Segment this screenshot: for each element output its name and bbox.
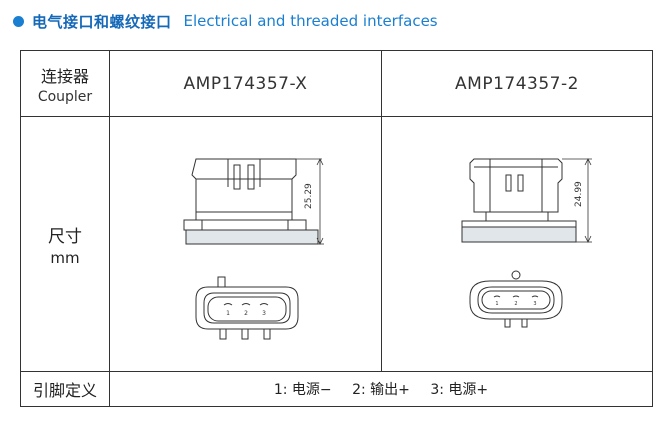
section-heading: 电气接口和螺纹接口 Electrical and threaded interf… — [13, 8, 438, 34]
pin-mark: 1 — [226, 310, 230, 317]
dimension-label-cn: 尺寸 — [48, 226, 82, 247]
pin-mark: 2 — [514, 301, 517, 307]
pin-definition-cell: 1: 电源− 2: 输出+ 3: 电源+ — [109, 371, 653, 407]
pin-definition-label: 引脚定义 — [32, 381, 97, 400]
coupler-label-en: Coupler — [37, 88, 93, 105]
coupler-label-cn: 连接器 — [40, 66, 89, 86]
pin-mark: 3 — [533, 301, 536, 307]
model-name: AMP174357-X — [183, 73, 308, 94]
connector-side-drawing: 24.99 1 2 3 — [461, 158, 592, 328]
section-title-en: Electrical and threaded interfaces — [183, 12, 438, 30]
drawing-cell: 24.99 1 2 3 — [381, 116, 653, 372]
coupler-label-cell: 连接器 Coupler — [20, 50, 110, 117]
section-title-cn: 电气接口和螺纹接口 — [32, 12, 172, 31]
table-row: 连接器 Coupler AMP174357-X AMP174357-2 — [20, 50, 653, 117]
pin-definition: 3: 电源+ — [430, 382, 489, 398]
drawing-cell: 25.29 1 — [109, 116, 382, 372]
model-cell: AMP174357-X — [109, 50, 382, 117]
pin-mark: 2 — [244, 310, 248, 317]
pin-mark: 3 — [262, 310, 266, 317]
connector-side-drawing: 25.29 1 — [183, 158, 324, 340]
model-cell: AMP174357-2 — [381, 50, 653, 117]
dimension-label-en: mm — [50, 248, 80, 267]
dimension-label-cell: 尺寸 mm — [20, 116, 110, 372]
table-row: 引脚定义 1: 电源− 2: 输出+ 3: 电源+ — [20, 371, 653, 407]
model-name: AMP174357-2 — [455, 73, 579, 94]
pin-label-cell: 引脚定义 — [20, 371, 110, 407]
pin-definition: 2: 输出+ — [352, 382, 410, 398]
table-row: 尺寸 mm — [20, 116, 653, 372]
height-label: 25.29 — [304, 183, 314, 209]
height-label: 24.99 — [574, 181, 584, 207]
pin-definition: 1: 电源− — [273, 382, 332, 398]
bullet-icon — [13, 15, 24, 27]
interface-spec-table: 连接器 Coupler AMP174357-X AMP174357-2 尺寸 m… — [20, 50, 653, 407]
pin-mark: 1 — [495, 301, 498, 307]
